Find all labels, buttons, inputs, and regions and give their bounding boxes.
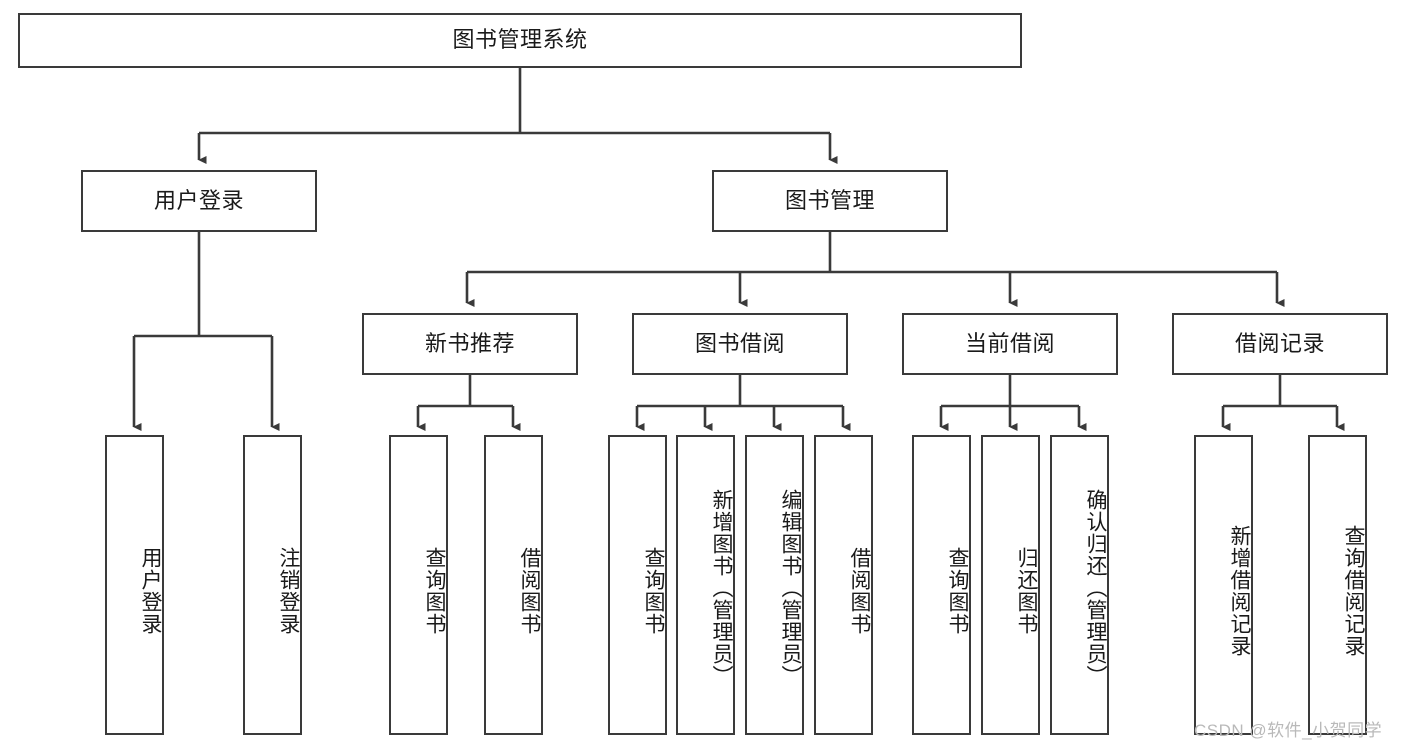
leaf-add-book-label: 新增图书（管理员） (710, 489, 733, 687)
node-current-borrow-label: 当前借阅 (964, 330, 1055, 356)
leaf-confirm-return-label: 确认归还（管理员） (1084, 489, 1107, 687)
leaf-query-book-2[interactable]: 查询图书 (608, 435, 667, 735)
leaf-add-record-label: 新增借阅记录 (1228, 525, 1251, 657)
leaf-logout[interactable]: 注销登录 (243, 435, 302, 735)
leaf-user-login-label: 用户登录 (139, 547, 162, 635)
leaf-query-record-label: 查询借阅记录 (1342, 525, 1365, 657)
leaf-borrow-book-2-label: 借阅图书 (848, 547, 871, 635)
leaf-logout-label: 注销登录 (277, 547, 300, 635)
node-borrow-record-label: 借阅记录 (1234, 330, 1325, 356)
leaf-edit-book-label: 编辑图书（管理员） (779, 489, 802, 687)
leaf-borrow-book-2[interactable]: 借阅图书 (814, 435, 873, 735)
node-new-book-rec[interactable]: 新书推荐 (362, 313, 578, 375)
node-borrow-record[interactable]: 借阅记录 (1172, 313, 1388, 375)
node-root[interactable]: 图书管理系统 (18, 13, 1022, 68)
leaf-query-book-3[interactable]: 查询图书 (912, 435, 971, 735)
leaf-query-book-3-label: 查询图书 (946, 547, 969, 635)
node-user-login-label: 用户登录 (153, 187, 244, 213)
leaf-return-book-label: 归还图书 (1015, 547, 1038, 635)
leaf-add-record[interactable]: 新增借阅记录 (1194, 435, 1253, 735)
leaf-query-book-2-label: 查询图书 (642, 547, 665, 635)
leaf-borrow-book-1-label: 借阅图书 (518, 547, 541, 635)
leaf-user-login[interactable]: 用户登录 (105, 435, 164, 735)
node-book-borrow[interactable]: 图书借阅 (632, 313, 848, 375)
leaf-query-book-1[interactable]: 查询图书 (389, 435, 448, 735)
leaf-return-book[interactable]: 归还图书 (981, 435, 1040, 735)
node-book-manage-label: 图书管理 (784, 187, 875, 213)
leaf-add-book[interactable]: 新增图书（管理员） (676, 435, 735, 735)
leaf-query-record[interactable]: 查询借阅记录 (1308, 435, 1367, 735)
node-user-login[interactable]: 用户登录 (81, 170, 317, 232)
leaf-borrow-book-1[interactable]: 借阅图书 (484, 435, 543, 735)
node-book-borrow-label: 图书借阅 (694, 330, 785, 356)
node-current-borrow[interactable]: 当前借阅 (902, 313, 1118, 375)
node-root-label: 图书管理系统 (452, 27, 588, 53)
node-new-book-rec-label: 新书推荐 (424, 330, 515, 356)
leaf-edit-book[interactable]: 编辑图书（管理员） (745, 435, 804, 735)
leaf-query-book-1-label: 查询图书 (423, 547, 446, 635)
leaf-confirm-return[interactable]: 确认归还（管理员） (1050, 435, 1109, 735)
node-book-manage[interactable]: 图书管理 (712, 170, 948, 232)
